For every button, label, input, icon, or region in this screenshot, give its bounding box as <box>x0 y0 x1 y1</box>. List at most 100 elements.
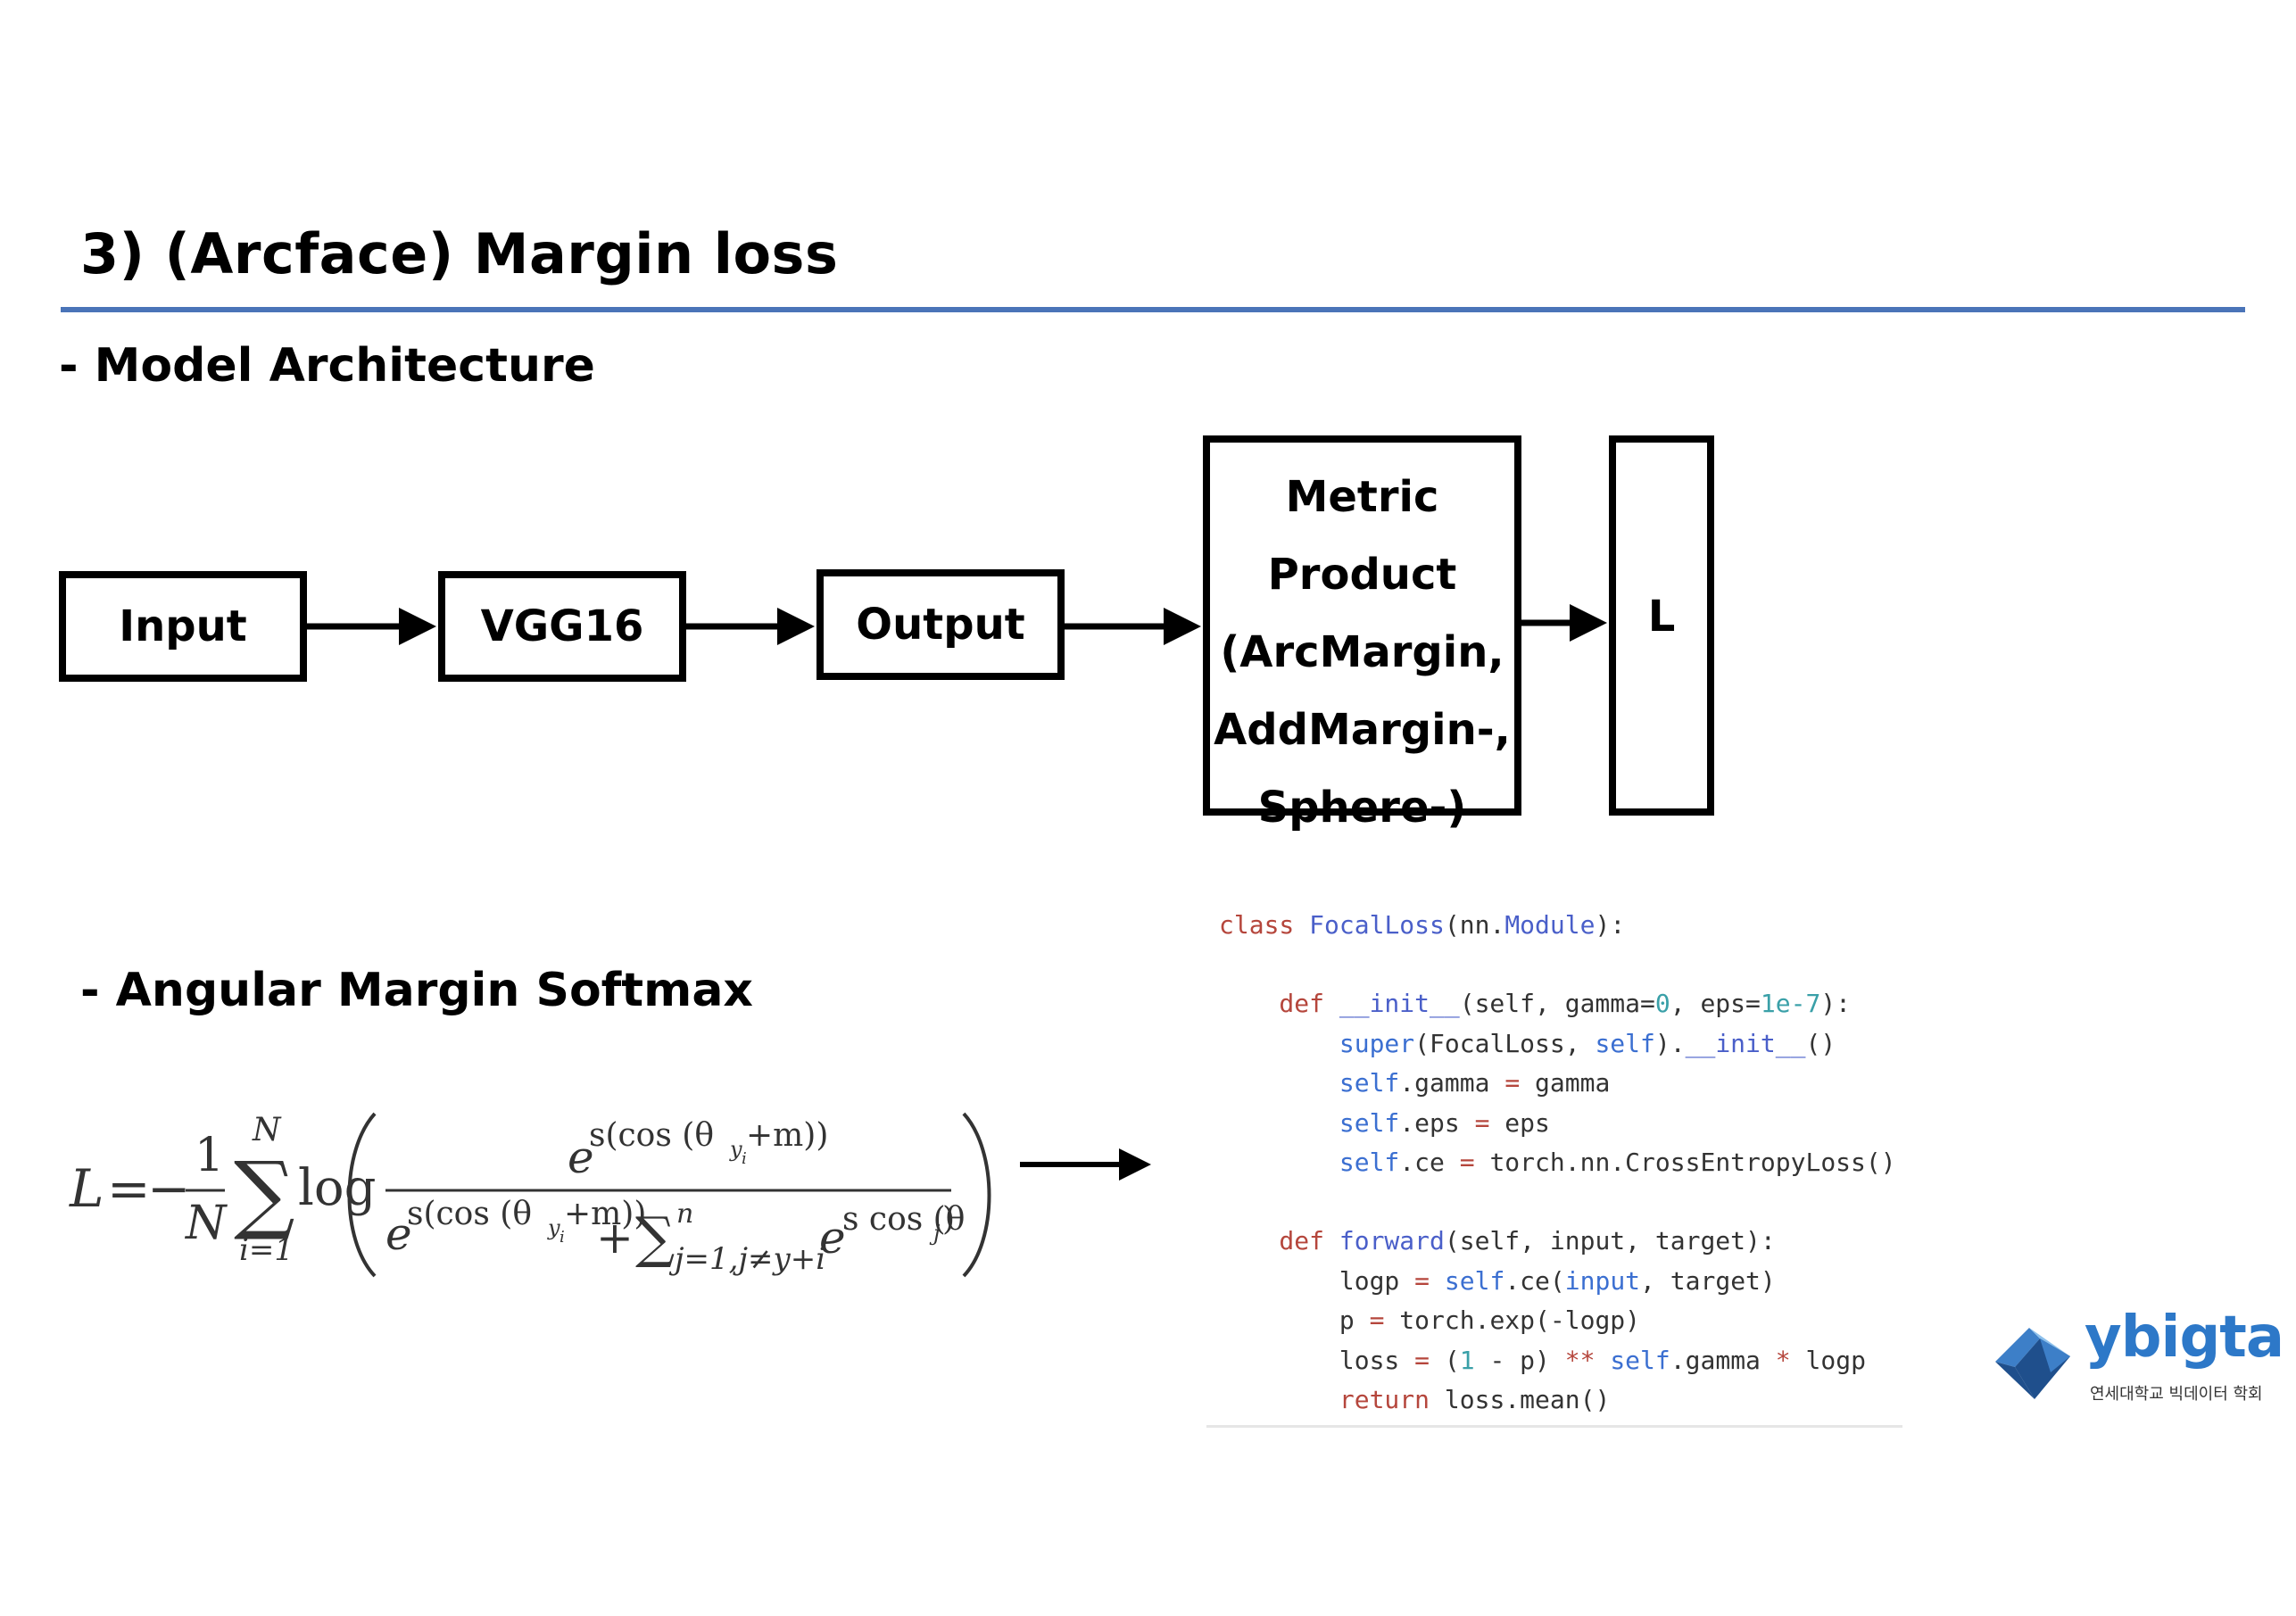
code-token: * <box>1775 1346 1791 1375</box>
code-line: class FocalLoss(nn.Module): <box>1219 910 1625 940</box>
code-token: .gamma <box>1399 1068 1505 1098</box>
code-line: loss = (1 - p) ** self.gamma * logp <box>1219 1346 1866 1375</box>
formula-sum-symbol: ∑ <box>234 1143 295 1243</box>
code-token: = <box>1459 1148 1475 1177</box>
node-output: Output <box>816 569 1065 680</box>
code-token: self <box>1339 1148 1400 1177</box>
formula-denominator-tail2: ) <box>942 1201 955 1238</box>
code-line: return loss.mean() <box>1219 1385 1610 1414</box>
formula-denominator-sum-upper: n <box>676 1198 693 1230</box>
code-line: self.eps = eps <box>1219 1108 1550 1138</box>
formula-sum-lower: i=1 <box>239 1232 294 1268</box>
formula-denominator-e: e <box>385 1208 412 1260</box>
code-token: ). <box>1654 1029 1686 1058</box>
code-token: logp <box>1219 1266 1415 1296</box>
node-metric-line: Sphere-) <box>1257 783 1467 833</box>
section-heading-model-architecture: - Model Architecture <box>59 339 595 393</box>
code-token: __init__ <box>1339 989 1460 1018</box>
code-token: ): <box>1595 910 1626 940</box>
logo-facet <box>1995 1362 2035 1399</box>
code-line: self.gamma = gamma <box>1219 1068 1610 1098</box>
code-token: 0 <box>1654 989 1670 1018</box>
section-heading-angular-margin-softmax: - Angular Margin Softmax <box>80 964 753 1017</box>
code-token: p <box>1219 1305 1370 1335</box>
code-token: (FocalLoss, <box>1414 1029 1596 1058</box>
formula-sum-upper: N <box>252 1112 282 1148</box>
code-token: FocalLoss <box>1309 910 1445 940</box>
code-token: self <box>1444 1266 1505 1296</box>
formula-left-paren <box>347 1112 377 1278</box>
code-token: input <box>1564 1266 1641 1296</box>
code-token: .ce( <box>1504 1266 1565 1296</box>
formula-denominator-sum: ∑ <box>635 1205 675 1270</box>
formula-denominator-e2: e <box>819 1212 846 1264</box>
code-token: ( <box>1430 1346 1460 1375</box>
formula-denominator-subsub: i <box>559 1228 565 1247</box>
code-token: eps <box>1489 1108 1550 1138</box>
node-input: Input <box>59 571 307 682</box>
code-line: def __init__(self, gamma=0, eps=1e-7): <box>1219 989 1851 1018</box>
formula-frac-denominator: N <box>184 1197 228 1250</box>
formula-numerator-exponent: s(cos (θ <box>589 1117 714 1154</box>
formula-denominator-exponent2: s cos (θ <box>842 1201 965 1238</box>
node-vgg16: VGG16 <box>438 571 686 682</box>
formula-numerator-e: e <box>568 1131 594 1183</box>
code-token: self <box>1339 1108 1400 1138</box>
title-underline <box>61 307 2245 312</box>
formula-denominator-tail: +m)) <box>564 1196 646 1232</box>
code-token: class <box>1219 910 1310 940</box>
code-line: def forward(self, input, target): <box>1219 1226 1776 1256</box>
code-token: (nn. <box>1444 910 1505 940</box>
node-output-label: Output <box>856 600 1025 650</box>
code-token: = <box>1369 1305 1385 1335</box>
node-metric-line: Product <box>1267 550 1457 600</box>
code-token: self <box>1610 1346 1670 1375</box>
node-metric-product: Metric Product (ArcMargin, AddMargin-, S… <box>1203 435 1521 833</box>
ybigta-logo-subtitle: 연세대학교 빅데이터 학회 <box>2090 1385 2263 1404</box>
node-vgg16-label: VGG16 <box>480 601 644 651</box>
code-token: , target) <box>1640 1266 1776 1296</box>
code-line: super(FocalLoss, self).__init__() <box>1219 1029 1836 1058</box>
node-loss: L <box>1609 435 1714 816</box>
code-token: .eps <box>1399 1108 1475 1138</box>
formula-log: log <box>298 1159 376 1217</box>
node-input-label: Input <box>119 601 247 651</box>
formula-right-paren <box>962 1112 991 1278</box>
formula-lhs: L <box>69 1158 104 1219</box>
code-token: .gamma <box>1670 1346 1776 1375</box>
code-token: def <box>1219 1226 1339 1256</box>
code-token: , eps= <box>1670 989 1761 1018</box>
code-line: self.ce = torch.nn.CrossEntropyLoss() <box>1219 1148 1896 1177</box>
code-token <box>1219 1385 1339 1414</box>
formula-denominator-sum-lower: j=1,j≠y+i <box>668 1241 825 1277</box>
code-token: gamma <box>1520 1068 1611 1098</box>
code-token: = <box>1414 1346 1430 1375</box>
code-token <box>1219 1108 1339 1138</box>
code-token: torch.nn.CrossEntropyLoss() <box>1474 1148 1896 1177</box>
code-token <box>1219 1148 1339 1177</box>
ybigta-logo-mark <box>1995 1328 2070 1399</box>
formula-numerator-subsub: i <box>742 1149 747 1168</box>
code-token: super <box>1339 1029 1415 1058</box>
code-token: 1 <box>1459 1346 1475 1375</box>
code-token: (self, input, target): <box>1444 1226 1776 1256</box>
logo-facet <box>1995 1328 2040 1367</box>
code-token: self <box>1339 1068 1400 1098</box>
logo-facet <box>2029 1328 2070 1356</box>
code-token: __init__ <box>1685 1029 1806 1058</box>
code-token: Module <box>1504 910 1596 940</box>
formula-denominator-sub: y <box>547 1215 560 1240</box>
ybigta-logo-word: ybigta <box>2085 1305 2284 1371</box>
formula-plus: + <box>596 1212 634 1264</box>
code-token: logp <box>1790 1346 1866 1375</box>
code-line: p = torch.exp(-logp) <box>1219 1305 1640 1335</box>
code-token: = <box>1474 1108 1490 1138</box>
formula-denominator-exponent: s(cos (θ <box>407 1196 532 1232</box>
formula-numerator-tail: +m)) <box>746 1117 828 1154</box>
code-token <box>1430 1266 1445 1296</box>
formula-equals: = <box>107 1158 151 1219</box>
slide-title: 3) (Arcface) Margin loss <box>80 221 839 286</box>
code-token: ** <box>1564 1346 1596 1375</box>
